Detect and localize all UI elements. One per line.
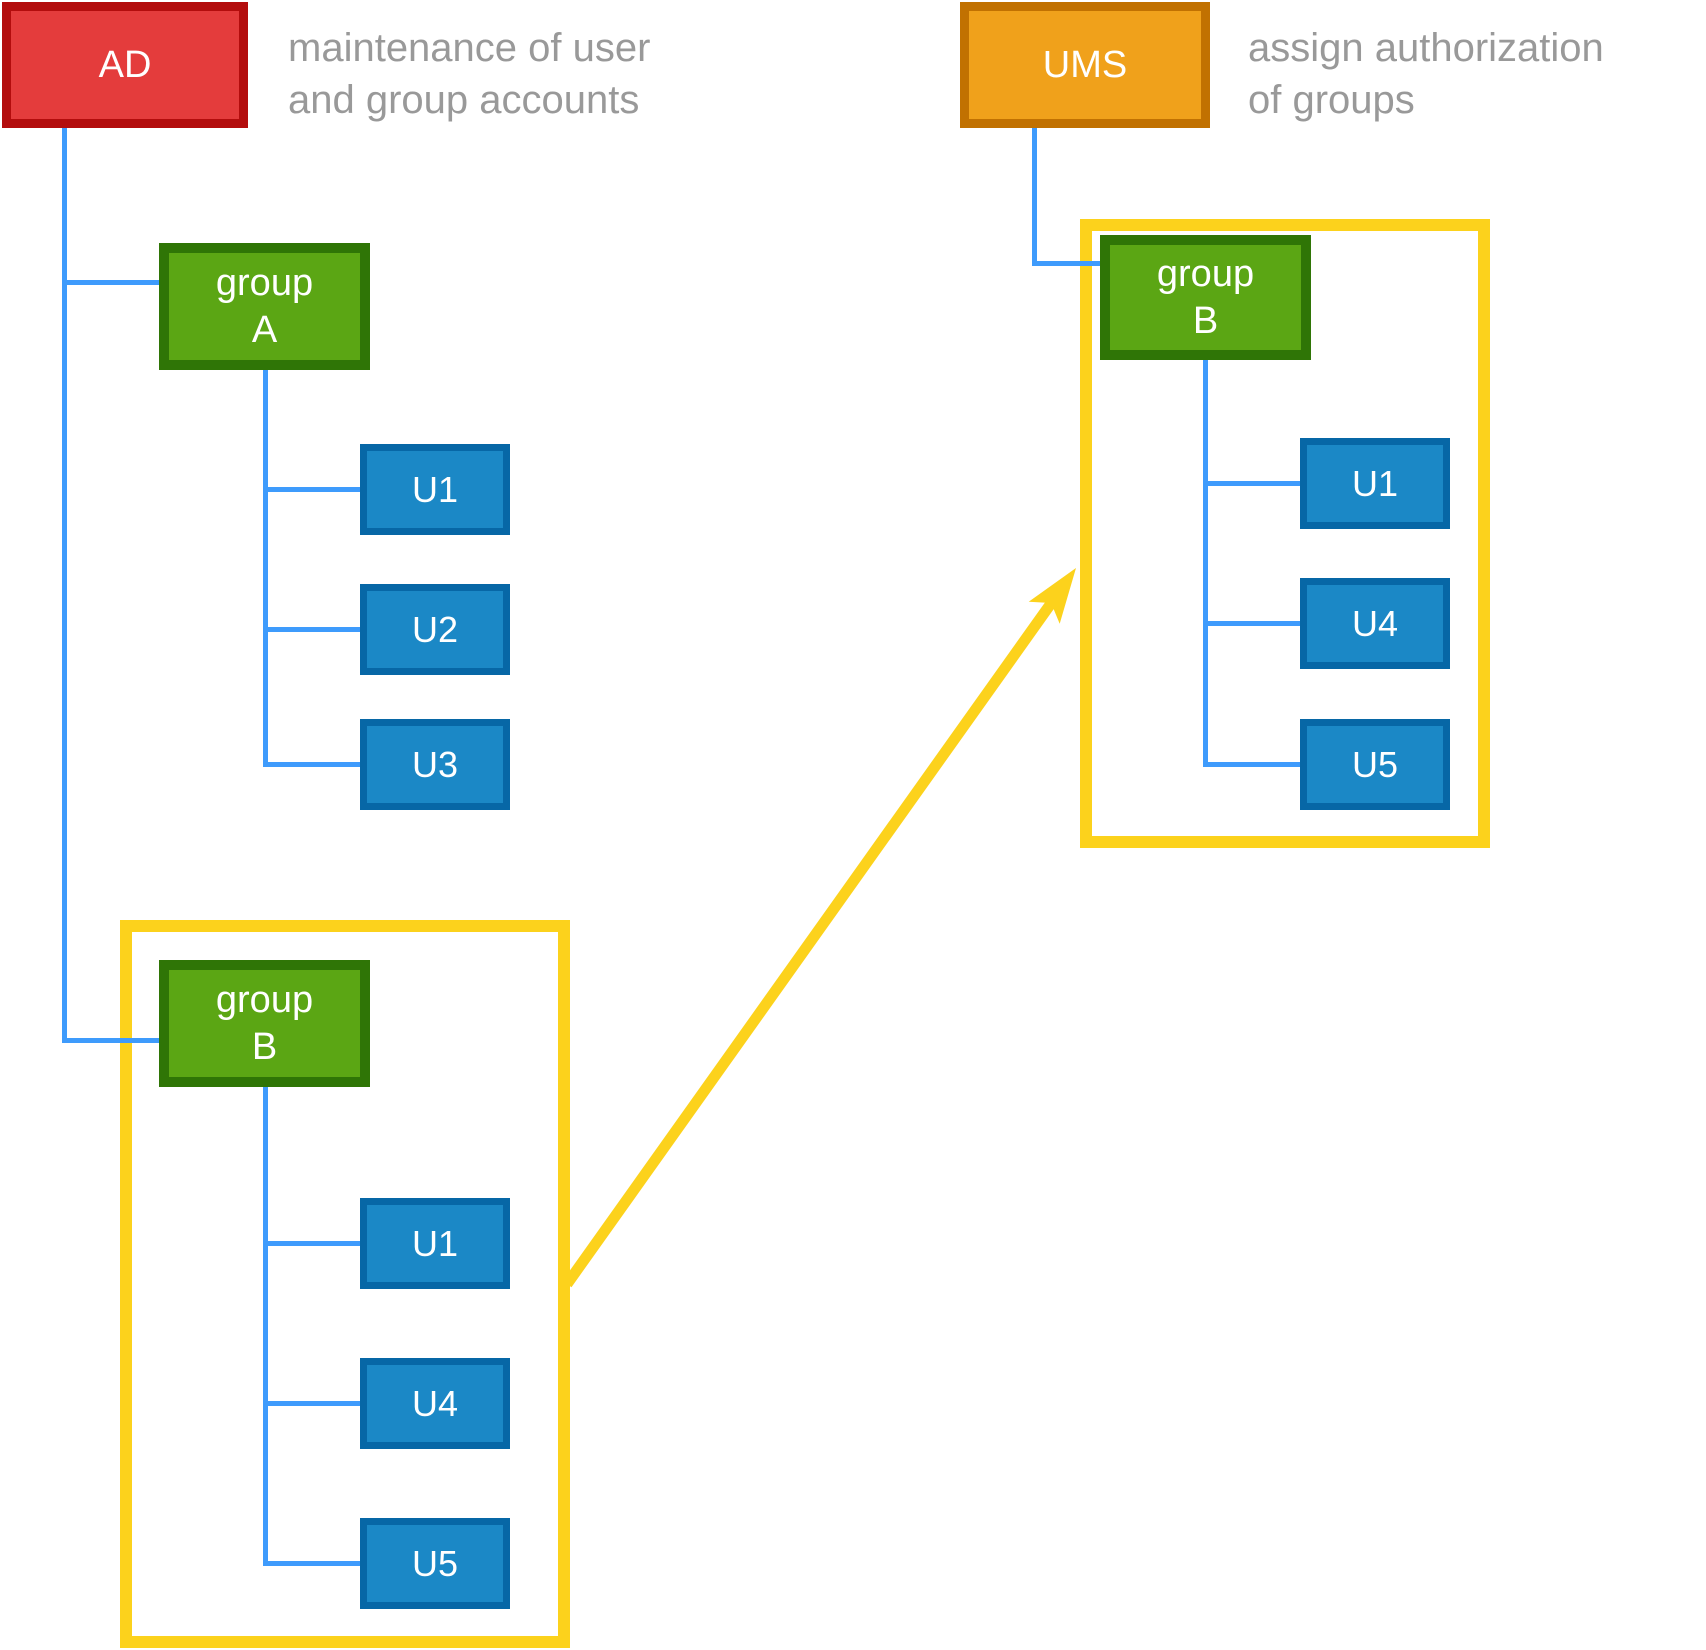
group-b-ums-label-bottom: B <box>1192 299 1219 342</box>
ad-annotation: maintenance of user and group accounts <box>288 22 650 126</box>
connector-ad-to-group-a <box>62 280 159 285</box>
ums-annotation: assign authorization of groups <box>1248 22 1604 126</box>
connector-group-b-ad-u4 <box>263 1401 360 1406</box>
user-label: U3 <box>411 743 459 785</box>
group-b-ums-user-u5: U5 <box>1300 719 1450 810</box>
connector-group-b-ums-u1 <box>1203 481 1300 486</box>
group-b-ums-container <box>1080 219 1490 848</box>
group-a-user-u3: U3 <box>360 719 510 810</box>
user-label: U4 <box>411 1382 459 1424</box>
group-b-ad-user-u1: U1 <box>360 1198 510 1289</box>
connector-group-a-u1 <box>263 487 360 492</box>
connector-group-b-ums-u4 <box>1203 621 1300 626</box>
group-b-ad-user-u4: U4 <box>360 1358 510 1449</box>
user-label: U4 <box>1351 602 1399 644</box>
connector-ad-to-group-b <box>62 1038 159 1043</box>
connector-ums-trunk <box>1032 128 1037 266</box>
group-b-ums-user-u1: U1 <box>1300 438 1450 529</box>
ums-node: UMS <box>960 2 1210 128</box>
connector-group-a-u3 <box>263 762 360 767</box>
user-label: U5 <box>1351 743 1399 785</box>
ad-node: AD <box>2 2 248 128</box>
group-a-label-top: group <box>215 261 314 304</box>
user-label: U1 <box>411 468 459 510</box>
group-b-ad-label-top: group <box>215 978 314 1021</box>
group-b-ad-user-u5: U5 <box>360 1518 510 1609</box>
user-label: U5 <box>411 1542 459 1584</box>
user-label: U2 <box>411 608 459 650</box>
connector-ad-trunk <box>62 128 67 1043</box>
connector-group-b-ad-stem <box>263 1087 268 1566</box>
connector-group-b-ad-u5 <box>263 1561 360 1566</box>
connector-group-b-ums-stem <box>1203 360 1208 767</box>
connector-group-a-u2 <box>263 627 360 632</box>
connector-group-b-ad-u1 <box>263 1241 360 1246</box>
group-a-user-u1: U1 <box>360 444 510 535</box>
ad-node-label: AD <box>98 43 152 86</box>
group-b-ums-label-top: group <box>1156 252 1255 295</box>
group-b-ums-user-u4: U4 <box>1300 578 1450 669</box>
group-b-ad-node: group B <box>159 960 370 1087</box>
ums-annotation-line1: assign authorization <box>1248 26 1604 70</box>
group-a-label-bottom: A <box>251 308 278 351</box>
group-a-node: group A <box>159 243 370 370</box>
ums-annotation-line2: of groups <box>1248 78 1415 122</box>
ums-node-label: UMS <box>1042 43 1128 86</box>
group-b-ad-label-bottom: B <box>251 1025 278 1068</box>
ad-annotation-line1: maintenance of user <box>288 26 651 70</box>
connector-group-a-stem <box>263 370 268 767</box>
user-label: U1 <box>1351 462 1399 504</box>
ad-annotation-line2: and group accounts <box>288 78 640 122</box>
group-a-user-u2: U2 <box>360 584 510 675</box>
group-b-ums-node: group B <box>1100 235 1311 360</box>
connector-ums-to-group-b <box>1032 261 1100 266</box>
connector-group-b-ums-u5 <box>1203 762 1300 767</box>
user-label: U1 <box>411 1222 459 1264</box>
